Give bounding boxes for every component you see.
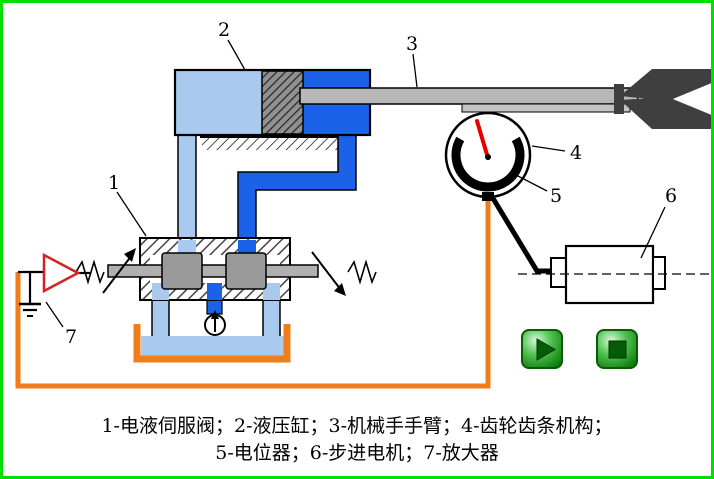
pipe-tank-left — [151, 297, 170, 343]
valve-port-bottom-right — [263, 282, 280, 300]
dial-arc — [451, 136, 525, 192]
solenoid-arrow-right — [311, 251, 342, 291]
amplifier-triangle — [42, 252, 81, 294]
spool-rod — [107, 264, 319, 278]
leader-line-1 — [116, 191, 147, 237]
solenoid-arrow-left — [102, 254, 133, 294]
caption: 1-电液伺服阀；2-液压缸；3-机械手手臂；4-齿轮齿条机构； 5-电位器；6-… — [3, 413, 711, 467]
cylinder-mount-hatch — [202, 137, 343, 150]
leader-line-4 — [531, 145, 566, 152]
label-hydraulic-cylinder: 2 — [218, 19, 230, 41]
leader-line-5 — [515, 174, 548, 192]
gripper-pivot — [614, 84, 624, 114]
valve-port-bottom-center — [207, 282, 222, 300]
motor-flange-left — [550, 257, 567, 288]
dial-nub — [482, 192, 494, 201]
solenoid-arrow-left-head — [124, 248, 136, 262]
leader-line-7 — [45, 301, 64, 328]
leader-line-6 — [640, 206, 666, 259]
feedback-wire — [15, 198, 491, 389]
spool-land-right — [225, 252, 267, 290]
caption-line-2: 5-电位器；6-步进电机；7-放大器 — [215, 442, 499, 464]
rack — [461, 103, 631, 113]
motor-link — [488, 193, 554, 274]
leader-line-3 — [412, 53, 418, 88]
dial-needle — [475, 119, 490, 160]
spool-land-left — [161, 252, 203, 290]
diagram-canvas: 1 2 3 4 5 6 7 — [15, 19, 711, 389]
stop-button[interactable] — [596, 329, 638, 369]
pump-arrow-head — [211, 310, 219, 319]
solenoid-arrow-right-head — [334, 283, 346, 296]
stop-icon — [608, 340, 627, 359]
label-servo-valve: 1 — [108, 172, 120, 194]
label-stepper-motor: 6 — [665, 185, 677, 207]
gripper-lower-jaw — [620, 97, 711, 129]
gripper-upper-jaw — [620, 69, 711, 101]
label-manipulator-arm: 3 — [406, 33, 418, 55]
pipe-tank-right — [262, 297, 281, 343]
pipe-left-return — [177, 132, 197, 241]
motor-flange-right — [652, 256, 666, 290]
play-icon — [536, 338, 556, 361]
spring-left — [75, 259, 105, 285]
label-gear-rack: 4 — [570, 142, 582, 164]
piston-rod-arm — [299, 87, 639, 105]
valve-port-top-left — [178, 240, 196, 256]
label-amplifier: 7 — [65, 326, 77, 348]
leader-line-2 — [227, 39, 246, 71]
valve-port-top-right — [238, 240, 256, 256]
oil-tank — [133, 324, 291, 363]
piston — [261, 70, 304, 135]
label-potentiometer: 5 — [550, 185, 562, 207]
spring-right — [347, 259, 377, 285]
oil-tank-fluid — [141, 336, 285, 358]
caption-line-1: 1-电液伺服阀；2-液压缸；3-机械手手臂；4-齿轮齿条机构； — [101, 415, 613, 437]
play-button[interactable] — [521, 329, 563, 369]
dial-center — [485, 154, 491, 160]
